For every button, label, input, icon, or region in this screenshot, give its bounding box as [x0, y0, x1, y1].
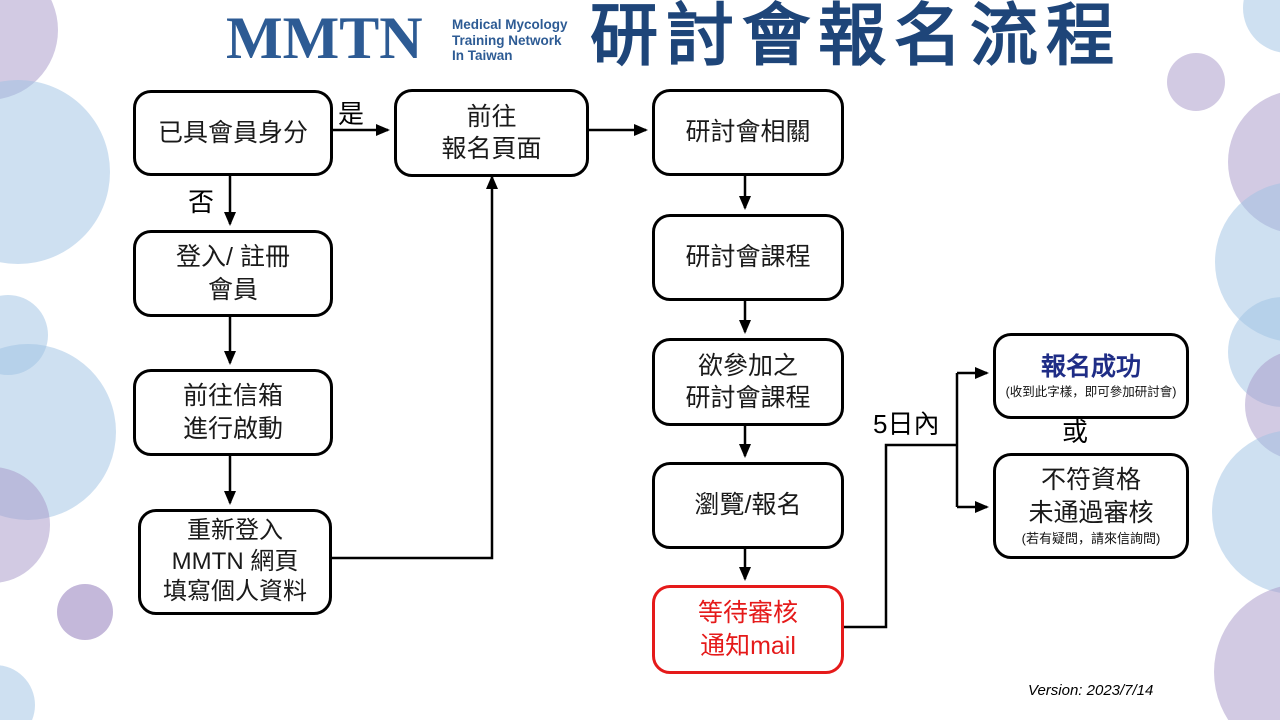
node-label: 等待審核 [697, 599, 798, 627]
node-label: 不符資格 [1040, 466, 1141, 495]
node-label: MMTN 網頁 [171, 547, 299, 575]
node-label: 研討會課程 [685, 384, 811, 412]
edge-label-or: 或 [1062, 417, 1089, 447]
node-label: 會員 [207, 275, 258, 304]
node-label: 已具會員身分 [157, 118, 308, 147]
edge-label-within-5-days: 5日內 [873, 409, 940, 439]
edge-label-yes: 是 [338, 99, 365, 129]
version-text: Version: 2023/7/14 [1028, 682, 1154, 699]
node-seminar-course: 研討會課程 [652, 214, 844, 301]
logo-subtitle-line: Medical Mycology [452, 17, 568, 32]
node-browse-register: 瀏覽/報名 [652, 462, 844, 549]
node-desired-course: 欲參加之 研討會課程 [652, 338, 844, 426]
node-label: 研討會課程 [685, 243, 811, 272]
node-label: 前往 [466, 102, 517, 131]
decorative-circle [57, 584, 113, 640]
node-registration-success: 報名成功 (收到此字樣，即可參加研討會) [993, 333, 1189, 419]
node-label: 未通過審核 [1028, 498, 1154, 527]
node-label: 研討會相關 [685, 118, 811, 147]
node-label: 登入/ 註冊 [176, 243, 290, 271]
node-label: 瀏覽/報名 [694, 491, 802, 520]
edge-label-no: 否 [188, 187, 215, 217]
node-label: 進行啟動 [182, 414, 283, 443]
node-note: (收到此字樣，即可參加研討會) [1005, 385, 1177, 400]
node-member-check: 已具會員身分 [133, 90, 333, 176]
node-wait-review-mail: 等待審核 通知mail [652, 585, 844, 674]
logo-subtitle-line: In Taiwan [452, 48, 513, 63]
node-label: 欲參加之 [697, 351, 798, 380]
node-label: 通知mail [700, 631, 796, 660]
node-label: 重新登入 [187, 516, 283, 544]
mmtn-logo-subtitle: Medical Mycology Training Network In Tai… [452, 17, 568, 64]
node-relogin-fill-profile: 重新登入 MMTN 網頁 填寫個人資料 [138, 509, 332, 615]
node-not-qualified: 不符資格 未通過審核 (若有疑問，請來信詢問) [993, 453, 1189, 559]
node-goto-registration-page: 前往 報名頁面 [394, 89, 589, 177]
logo-subtitle-line: Training Network [452, 32, 562, 48]
node-login-register: 登入/ 註冊 會員 [133, 230, 333, 317]
decorative-circle [1167, 53, 1225, 111]
node-label: 報名成功 [1040, 352, 1141, 381]
node-note: (若有疑問，請來信詢問) [1021, 531, 1161, 547]
node-seminar-related: 研討會相關 [652, 89, 844, 176]
page-title: 研討會報名流程 [590, 0, 1123, 74]
node-mailbox-activate: 前往信箱 進行啟動 [133, 369, 333, 456]
mmtn-logo: MMTN [226, 5, 423, 71]
node-label: 前往信箱 [182, 382, 283, 410]
node-label: 報名頁面 [441, 135, 542, 163]
node-label: 填寫個人資料 [163, 578, 307, 606]
